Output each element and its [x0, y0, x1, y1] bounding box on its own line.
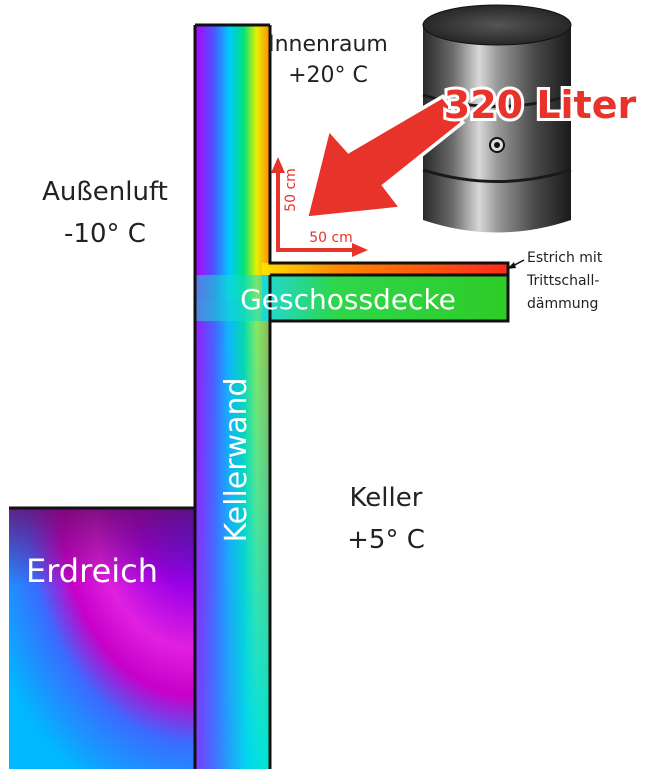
dimension-vertical-label: 50 cm: [283, 168, 299, 212]
barrel-volume-label: 320 Liter: [444, 83, 637, 127]
geschossdecke-label: Geschossdecke: [240, 283, 456, 316]
structure-outline: [193, 23, 510, 769]
aussen-label: Außenluft: [42, 177, 168, 207]
keller-temp: +5° C: [347, 525, 425, 555]
aussen-temp: -10° C: [64, 219, 146, 249]
innenraum-label: Innenraum: [268, 32, 388, 57]
erdreich-label: Erdreich: [26, 552, 158, 590]
heat-loss-arrow: [304, 94, 466, 221]
innenraum-temp: +20° C: [288, 63, 368, 88]
estrich-label-line2: Trittschall-: [526, 273, 599, 289]
kellerwand-label: Kellerwand: [219, 377, 254, 542]
ground-region: [9, 506, 195, 769]
basement-wall: [195, 25, 270, 769]
estrich-label-line1: Estrich mit: [527, 250, 603, 266]
floor-slab: [195, 263, 508, 321]
keller-label: Keller: [350, 483, 423, 513]
dimension-arrows: [271, 157, 368, 257]
oil-barrel-icon: [422, 4, 572, 233]
dimension-horizontal-label: 50 cm: [309, 230, 353, 246]
estrich-label-line3: dämmung: [527, 296, 598, 312]
estrich-leader: [507, 259, 525, 269]
